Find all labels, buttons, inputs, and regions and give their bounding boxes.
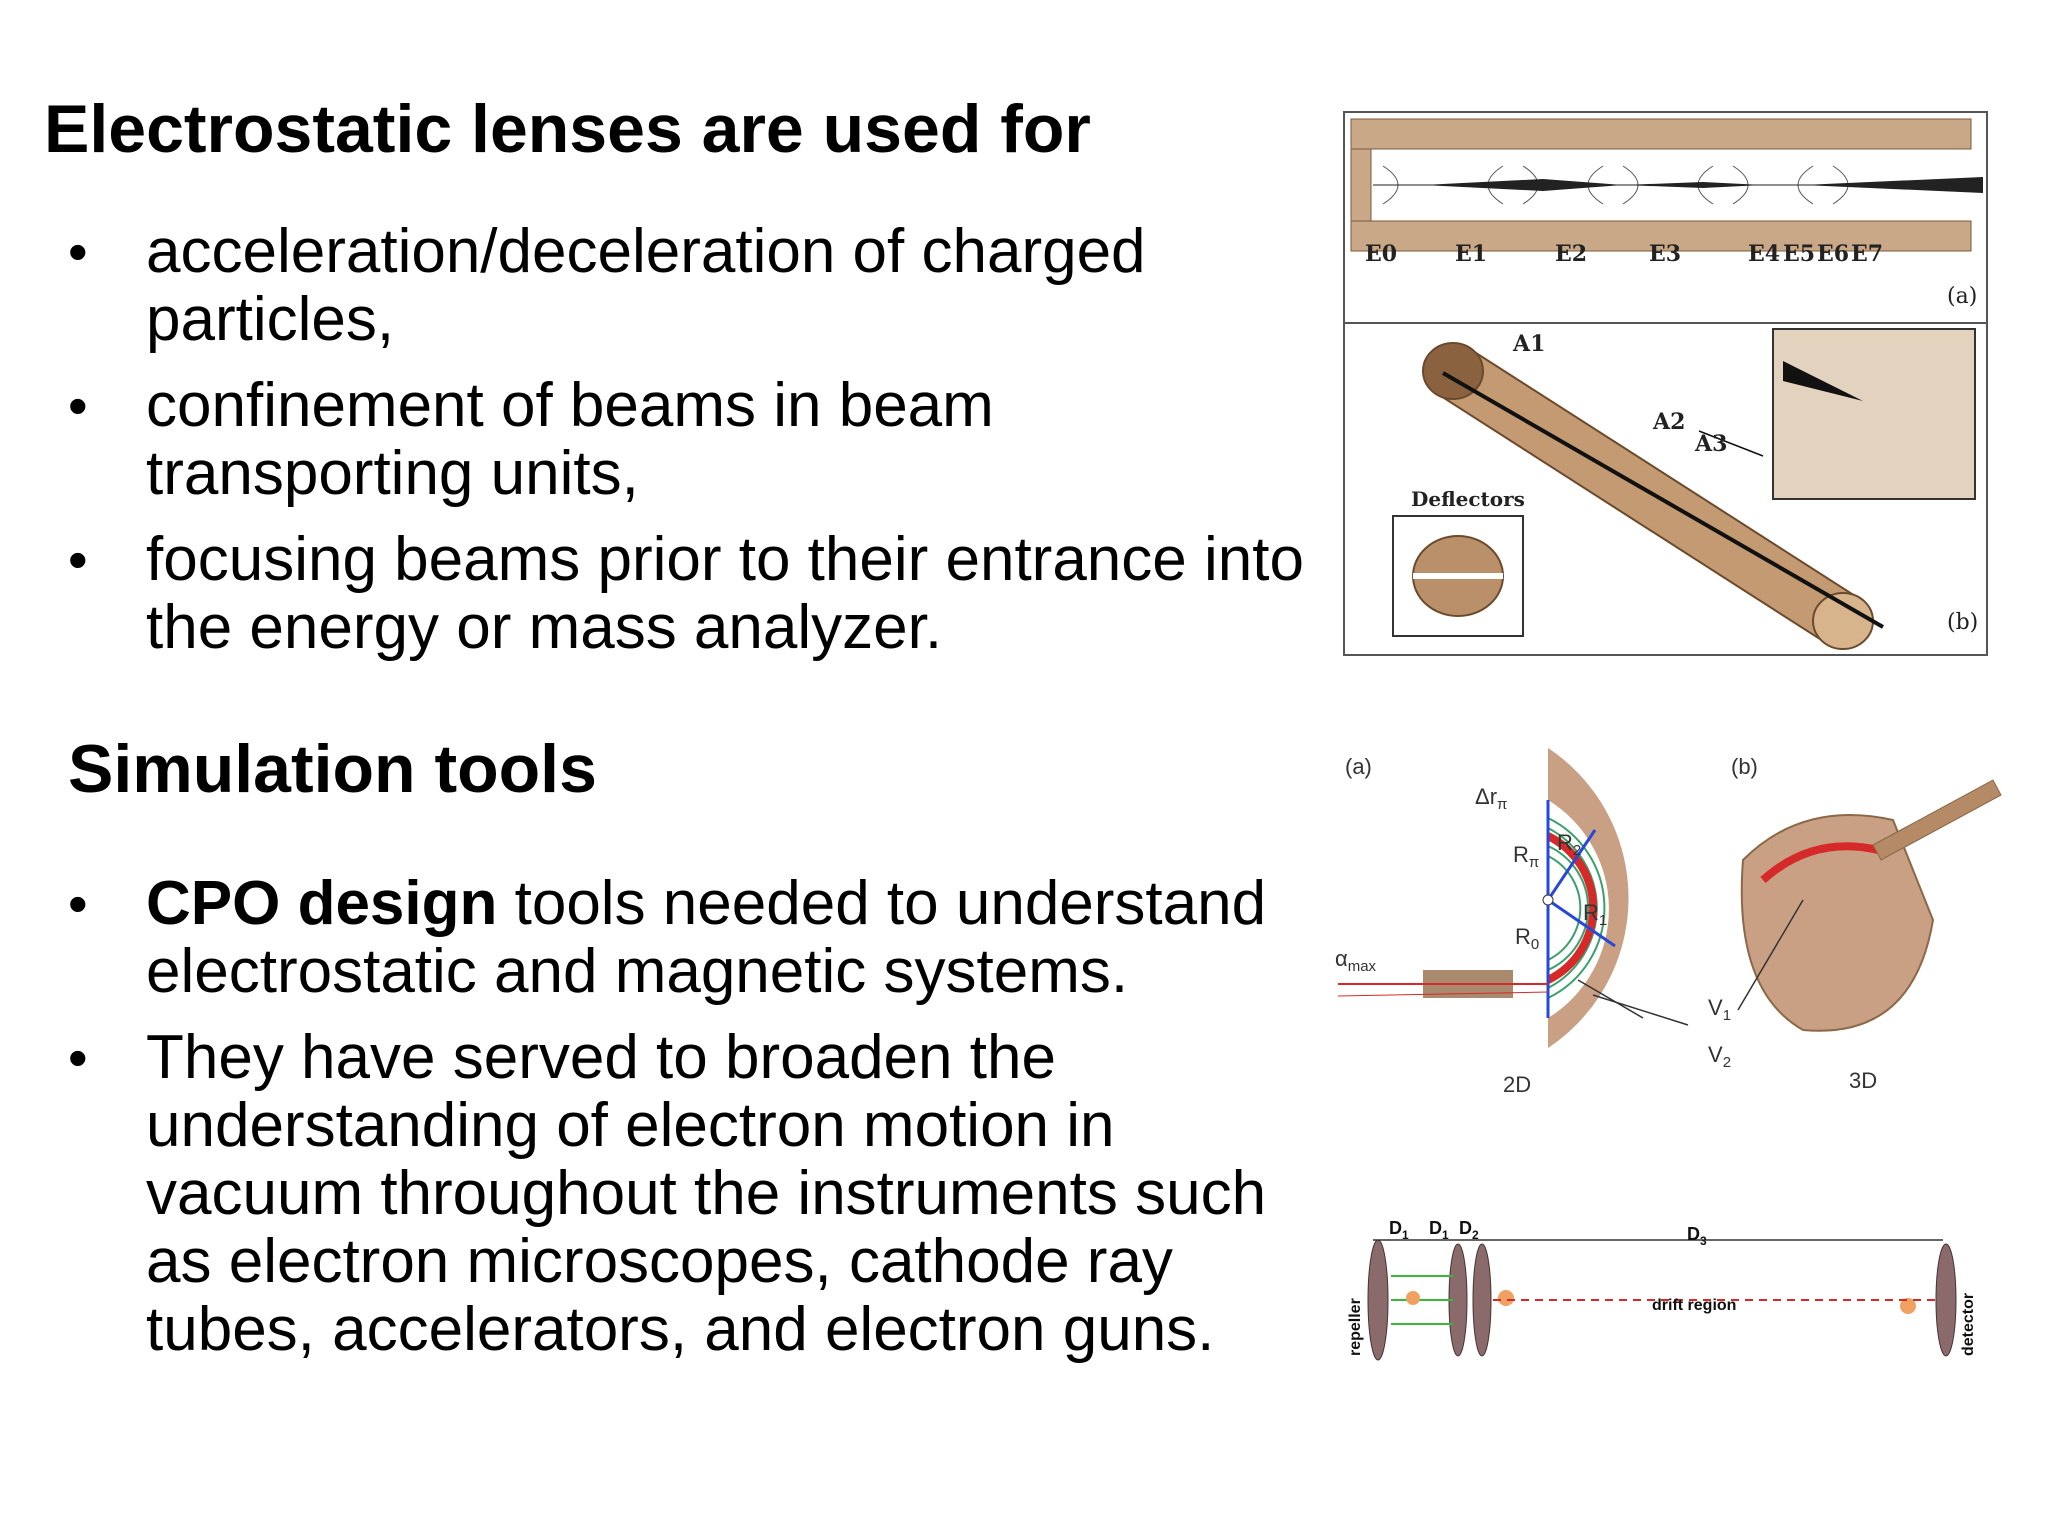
heading-simulation-tools: Simulation tools (68, 731, 597, 807)
hemispherical-analyzer-figure: (a) (b) Δrπ Rπ R2 R1 R0 αmax V1 V2 2D 3D (1333, 740, 2033, 1110)
label-2d: 2D (1503, 1072, 1531, 1097)
panel-b-label: (b) (1947, 610, 1978, 635)
heading-electrostatic-lenses: Electrostatic lenses are used for (44, 91, 1091, 167)
electrode-label-e4: E4 (1748, 241, 1780, 267)
electrode-column (1350, 118, 1983, 252)
list-item: CPO design tools needed to understand el… (66, 870, 1306, 1006)
electrode-label-e5: E5 (1783, 241, 1815, 267)
bold-term: CPO design (146, 869, 498, 938)
v2-label: V2 (1708, 1042, 1731, 1071)
lens-column-figure: E0 E1 E2 E3 E4 E5 E6 E7 (a) A1 A2 A3 Def… (1343, 111, 1988, 656)
bullet-text: tools needed to understand electrostatic… (146, 869, 1267, 1006)
detector-label: detector (1960, 1293, 1977, 1356)
electrode-label-e7: E7 (1851, 241, 1883, 267)
electrode-label-e6: E6 (1817, 241, 1849, 267)
panel-b-label: (b) (1731, 754, 1758, 779)
aperture-label-a1: A1 (1512, 331, 1545, 357)
simulation-tools-list: CPO design tools needed to understand el… (66, 870, 1306, 1382)
analyzer-3d (1737, 779, 2002, 1032)
d1-label-second: D1 (1429, 1218, 1449, 1242)
deflectors-label: Deflectors (1411, 487, 1525, 511)
d2-label: D2 (1459, 1218, 1479, 1242)
aperture-label-a3: A3 (1694, 431, 1727, 457)
delta-r-label: Δrπ (1475, 784, 1507, 813)
electrode-label-e1: E1 (1455, 241, 1487, 267)
list-item: acceleration/deceleration of charged par… (66, 218, 1306, 354)
alpha-max-label: αmax (1335, 946, 1377, 975)
d3-label: D3 (1687, 1224, 1707, 1248)
list-item: focusing beams prior to their entrance i… (66, 526, 1306, 662)
repeller-label: repeller (1347, 1298, 1364, 1356)
drift-region-label: drift region (1652, 1297, 1736, 1314)
panel-a-label: (a) (1345, 754, 1372, 779)
list-item: confinement of beams in beam transportin… (66, 372, 1306, 508)
r-pi-label: Rπ (1513, 842, 1539, 871)
electrode-label-e2: E2 (1555, 241, 1587, 267)
list-item: They have served to broaden the understa… (66, 1024, 1306, 1364)
r2-label: R2 (1557, 830, 1581, 859)
v1-label: V1 (1708, 995, 1731, 1024)
r0-label: R0 (1515, 924, 1539, 953)
panel-a-label: (a) (1947, 284, 1977, 309)
electrode-label-e0: E0 (1365, 241, 1397, 267)
r1-label: R1 (1583, 900, 1607, 929)
analyzer-2d (1337, 748, 1689, 1048)
lens-uses-list: acceleration/deceleration of charged par… (66, 218, 1306, 680)
cutaway-tube (1392, 328, 1976, 650)
d1-label: D1 (1389, 1218, 1409, 1242)
label-3d: 3D (1849, 1068, 1877, 1093)
time-of-flight-figure: D1 D1 D2 D3 drift region repeller detect… (1343, 1218, 1983, 1368)
aperture-label-a2: A2 (1652, 409, 1685, 435)
electrode-label-e3: E3 (1649, 241, 1681, 267)
electrode-plates (1367, 1239, 1957, 1361)
